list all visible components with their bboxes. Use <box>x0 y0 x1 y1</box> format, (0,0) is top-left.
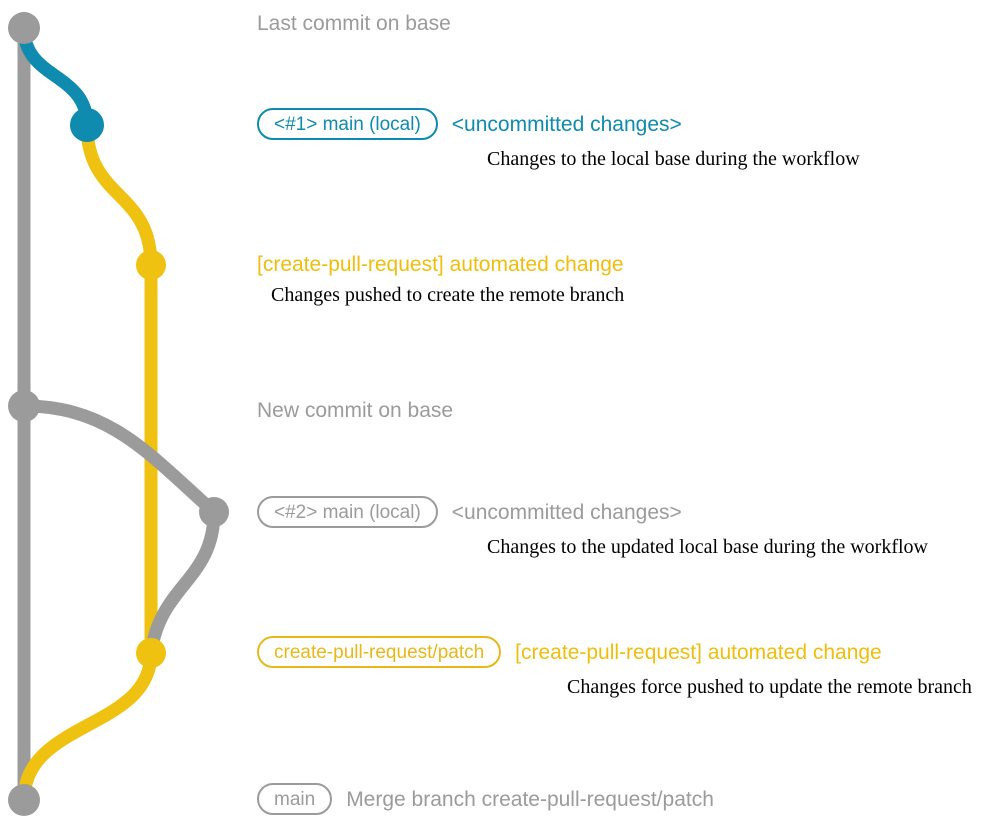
caption-new-commit-on-base: New commit on base <box>257 399 454 422</box>
row-local-2: <#2> main (local) <uncommitted changes> … <box>257 496 928 559</box>
commit-node-base-last[interactable] <box>8 12 40 44</box>
headline-automated-change-update: [create-pull-request] automated change <box>515 640 882 664</box>
row-last-commit-on-base: Last commit on base <box>257 11 451 36</box>
commit-nodes <box>8 12 229 816</box>
headline-uncommitted-changes-2: <uncommitted changes> <box>451 500 682 524</box>
row-update-branch-headline-line: create-pull-request/patch [create-pull-r… <box>257 636 972 668</box>
commit-node-base-new[interactable] <box>8 390 40 422</box>
row-local-1-headline-line: <#1> main (local) <uncommitted changes> <box>257 108 860 140</box>
headline-uncommitted-changes-1: <uncommitted changes> <box>451 112 682 136</box>
commit-node-local-2[interactable] <box>199 497 229 527</box>
commit-node-patch-create[interactable] <box>136 250 166 280</box>
badge-main-local-1[interactable]: <#1> main (local) <box>257 108 438 140</box>
row-create-branch-headline-line: [create-pull-request] automated change <box>257 252 624 277</box>
row-local-2-block: <#2> main (local) <uncommitted changes> … <box>257 496 928 559</box>
edge-local-2-to-patch-update <box>144 505 221 660</box>
row-merge: main Merge branch create-pull-request/pa… <box>257 783 714 815</box>
row-update-branch-block: create-pull-request/patch [create-pull-r… <box>257 636 972 699</box>
subline-local-2: Changes to the updated local base during… <box>487 536 928 558</box>
row-merge-headline-line: main Merge branch create-pull-request/pa… <box>257 783 714 815</box>
row-create-branch: [create-pull-request] automated change C… <box>257 252 624 307</box>
caption-last-commit-on-base: Last commit on base <box>257 12 451 35</box>
edge-local-1-to-patch-create <box>80 118 158 272</box>
row-local-1-block: <#1> main (local) <uncommitted changes> … <box>257 108 860 171</box>
subline-create-branch: Changes pushed to create the remote bran… <box>271 284 625 306</box>
headline-merge-branch: Merge branch create-pull-request/patch <box>346 787 714 811</box>
row-create-branch-block: [create-pull-request] automated change C… <box>257 252 624 307</box>
badge-create-pull-request-patch[interactable]: create-pull-request/patch <box>257 636 502 668</box>
subline-local-1: Changes to the local base during the wor… <box>487 148 860 170</box>
commit-node-patch-update[interactable] <box>136 638 166 668</box>
commit-node-local-1[interactable] <box>70 108 104 142</box>
badge-main-local-2[interactable]: <#2> main (local) <box>257 496 438 528</box>
row-update-branch: create-pull-request/patch [create-pull-r… <box>257 636 972 699</box>
edge-base-new-to-local-2 <box>17 399 221 519</box>
edge-patch-update-to-merge <box>17 646 158 807</box>
badge-main[interactable]: main <box>257 783 333 815</box>
headline-automated-change-create: [create-pull-request] automated change <box>257 253 624 276</box>
row-local-1: <#1> main (local) <uncommitted changes> … <box>257 108 860 171</box>
row-local-2-headline-line: <#2> main (local) <uncommitted changes> <box>257 496 928 528</box>
commit-node-base-merge[interactable] <box>8 784 40 816</box>
subline-update-branch: Changes force pushed to update the remot… <box>567 676 972 698</box>
row-new-commit-on-base: New commit on base <box>257 398 453 423</box>
